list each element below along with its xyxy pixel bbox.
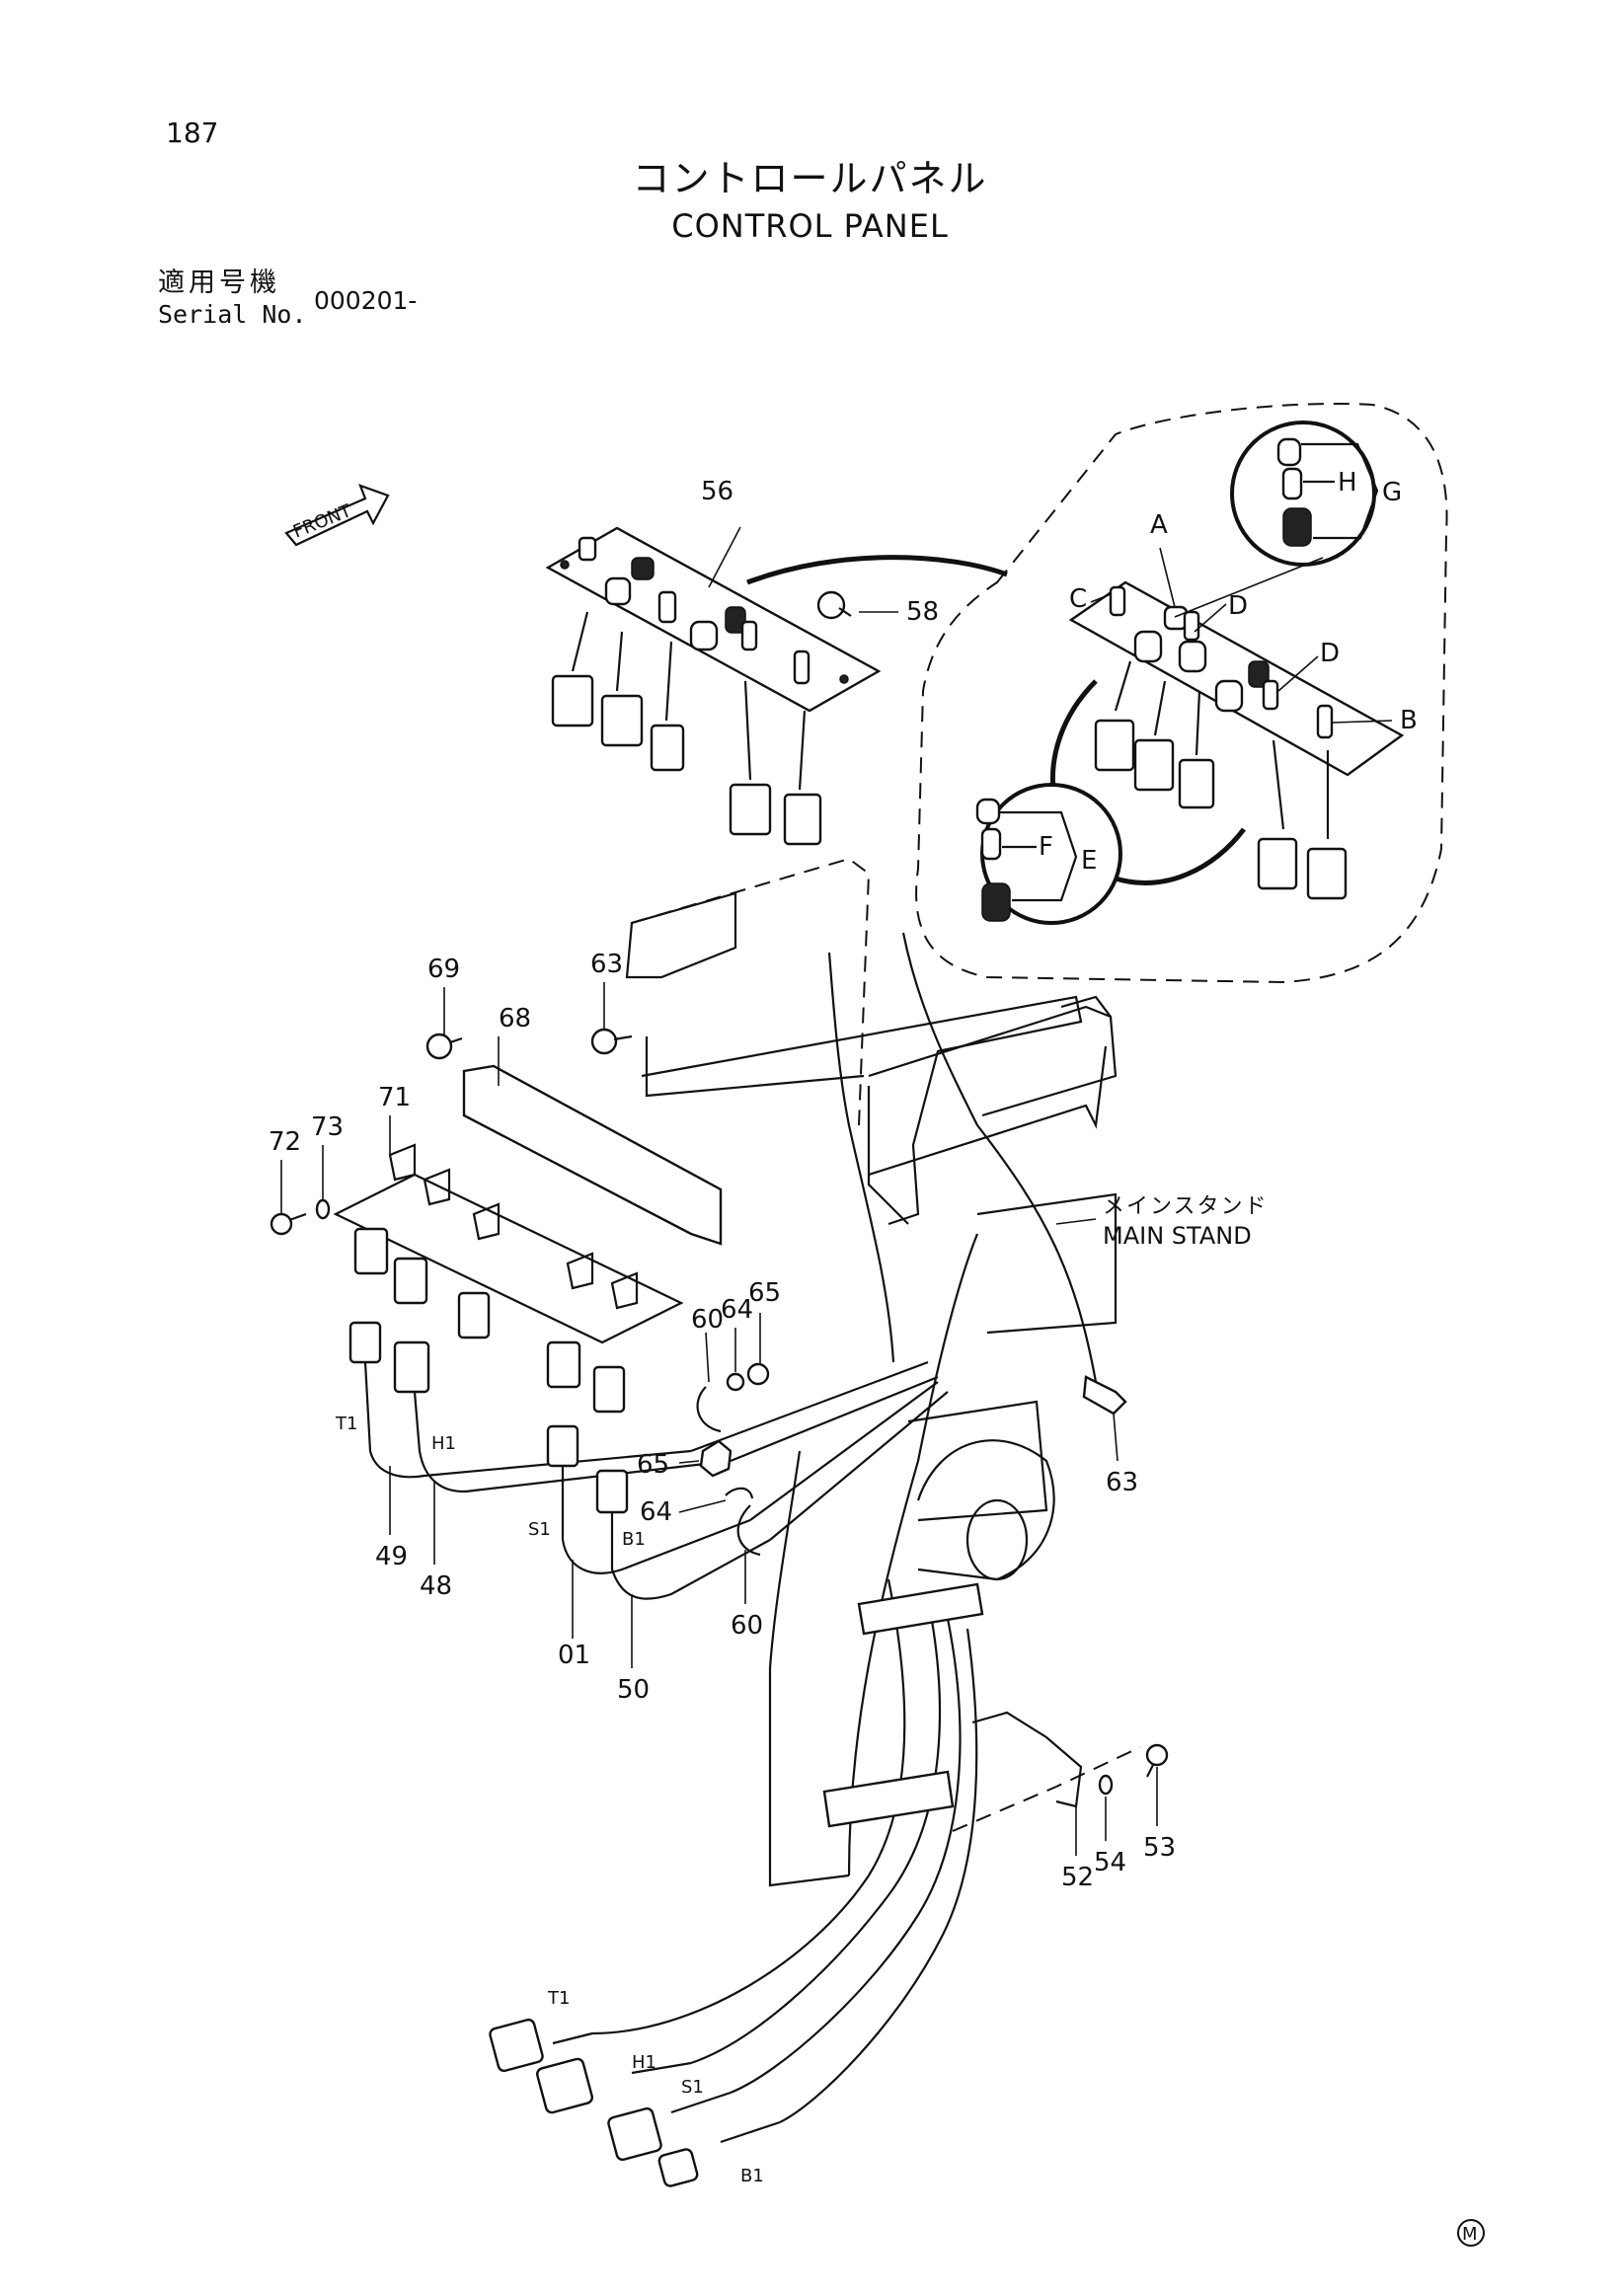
page-title: CONTROL PANEL (671, 207, 949, 245)
callout-64: 64 (721, 1295, 753, 1325)
callout-69: 69 (427, 955, 460, 984)
callout-72: 72 (269, 1127, 301, 1157)
washer-73 (315, 1145, 331, 1220)
callout-60: 60 (691, 1305, 724, 1335)
serial-label-japanese: 適用号機 (158, 268, 280, 298)
detail-letter-a: A (1150, 510, 1168, 540)
control-panel-56 (545, 526, 882, 846)
clamp-60-lower (736, 1504, 761, 1604)
callout-54: 54 (1094, 1848, 1126, 1877)
callout-53: 53 (1143, 1833, 1176, 1863)
wire-tag-b1: B1 (622, 1529, 646, 1550)
bolt-63-upper (590, 982, 633, 1055)
main-stand-label: MAIN STAND (1103, 1222, 1252, 1250)
footer-mark: M (1457, 2219, 1485, 2247)
detail-letter-b: B (1400, 706, 1418, 735)
wire-tag-h1: H1 (431, 1433, 456, 1454)
bottom-connectors (489, 2018, 781, 2187)
wire-tag-b1-bottom: B1 (740, 2166, 764, 2186)
callout-01: 01 (558, 1641, 590, 1670)
main-stand-frame (591, 857, 1141, 2123)
detail-letter-d: D (1228, 591, 1248, 621)
svg-text:58: 58 (906, 597, 939, 627)
detail-view (915, 403, 1448, 984)
clips-71 (333, 1115, 684, 1414)
wire-tag-s1: S1 (528, 1519, 551, 1540)
clamp-60-upper (696, 1313, 770, 1433)
detail-letter-c: C (1069, 584, 1087, 614)
callout-56: 56 (701, 477, 733, 506)
harness-49-48 (348, 1321, 939, 1565)
detail-letter-f: F (1039, 832, 1053, 862)
page-title-japanese: コントロールパネル (632, 157, 988, 200)
bolt-58: 58 (816, 590, 939, 627)
callout-52: 52 (1061, 1863, 1094, 1892)
washer-54 (1098, 1774, 1114, 1841)
callout-50: 50 (617, 1675, 650, 1705)
serial-value: 000201- (314, 286, 418, 315)
harness-01-50 (546, 1381, 949, 1668)
svg-text:M: M (1462, 2224, 1478, 2245)
bolt-69 (425, 987, 463, 1060)
page-number: 187 (166, 116, 219, 149)
callout-63: 63 (590, 950, 623, 979)
plate-68 (462, 1036, 723, 1246)
nut-65-lower (678, 1439, 733, 1478)
detail-letter-g: G (1382, 478, 1402, 507)
front-label: FRONT (290, 500, 355, 543)
bolt-53 (1145, 1743, 1169, 1826)
detail-letter-d-2: D (1320, 639, 1340, 668)
callout-60-b: 60 (731, 1611, 763, 1641)
callout-65: 65 (748, 1278, 781, 1308)
detail-letter-e: E (1081, 846, 1097, 876)
callout-63-b: 63 (1106, 1468, 1138, 1497)
callout-64-b: 64 (640, 1497, 672, 1527)
detail-letter-h: H (1338, 468, 1357, 497)
callout-49: 49 (375, 1542, 408, 1571)
callout-68: 68 (499, 1004, 531, 1033)
callout-73: 73 (311, 1112, 344, 1142)
washer-64-lower (678, 1487, 754, 1513)
callout-65-b: 65 (637, 1450, 669, 1480)
front-arrow: FRONT (284, 484, 390, 547)
wire-tag-s1-bottom: S1 (681, 2077, 704, 2098)
serial-label: Serial No. (158, 300, 307, 329)
callout-48: 48 (420, 1571, 452, 1601)
screw-72 (270, 1160, 307, 1236)
wire-tag-t1: T1 (335, 1414, 357, 1434)
bolt-63-lower (1082, 1375, 1127, 1462)
callout-71: 71 (378, 1083, 411, 1112)
wire-tag-h1-bottom: H1 (632, 2052, 656, 2073)
main-stand-label-japanese: メインスタンド (1103, 1194, 1269, 1219)
wire-tag-t1-bottom: T1 (547, 1988, 570, 2009)
